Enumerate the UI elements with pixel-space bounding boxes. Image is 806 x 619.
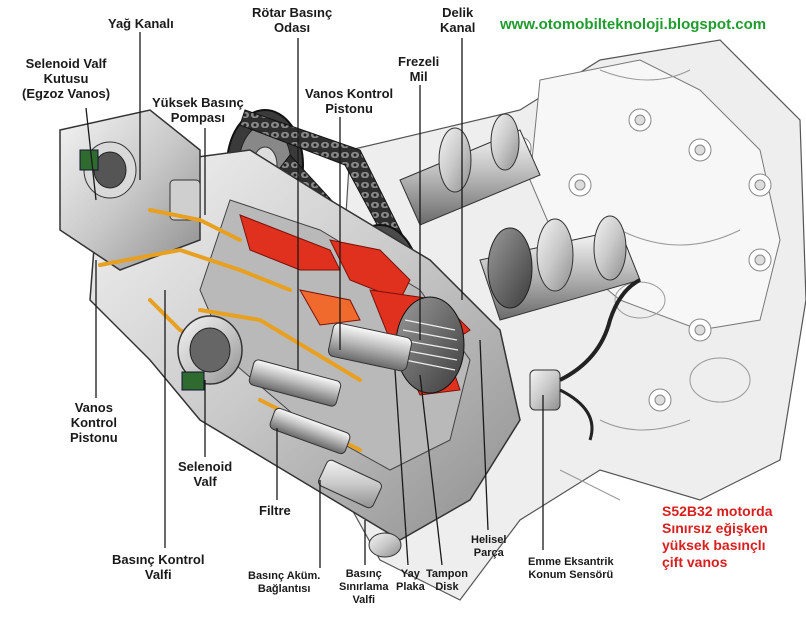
label-line: Vanos Kontrol [305,86,394,101]
solenoid-valve-box [59,109,201,271]
label-line: Mil [409,69,428,84]
label-vanos-kontrol-pistonu-top: Vanos Kontrol Pistonu [305,86,393,116]
label-line: Basınç Aküm. [248,570,321,582]
label-line: Bağlantısı [257,583,311,595]
label-line: Selenoid Valf [25,56,107,71]
label-line: Kutusu [43,71,89,86]
label-line: Frezeli [398,54,440,69]
caption-line: Sınırsız eğişken [662,520,768,536]
label-line: Kontrol [70,415,117,430]
label-tampon-disk: Tampon Disk [426,568,468,594]
label-rotar-basinc-odasi: Rötar Basınç Odası [252,5,332,35]
label-basinc-kontrol-valfi: Basınç Kontrol Valfi [112,552,204,582]
label-line: Helisel [471,534,507,546]
label-line: Parça [473,547,504,559]
label-line: Tampon [426,568,468,580]
label-line: Pistonu [325,101,373,116]
lower-solenoid-valve [177,315,243,391]
label-yag-kanali: Yağ Kanalı [108,16,174,31]
caption-line: S52B32 motorda [662,503,773,519]
label-line: Vanos [74,400,113,415]
label-line: Sınırlama [339,581,389,593]
pressure-valves [248,359,402,558]
caption-line: çift vanos [662,554,728,570]
label-line: Valf [193,474,217,489]
label-selenoid-valf: Selenoid Valf [178,459,232,489]
website-url: www.otomobilteknoloji.blogspot.com [500,16,767,33]
label-line: Plaka [396,581,425,593]
label-line: Valfi [144,567,172,582]
label-delik-kanal: Delik Kanal [440,5,475,35]
label-line: Disk [435,581,459,593]
caption: S52B32 motorda Sınırsız eğişken yüksek b… [662,503,772,571]
label-vanos-kontrol-pistonu-left: Vanos Kontrol Pistonu [70,400,118,445]
label-line: Odası [274,20,311,35]
label-line: Konum Sensörü [528,569,614,581]
label-basinc-akum-baglantisi: Basınç Aküm. Bağlantısı [248,570,320,596]
label-line: (Egzoz Vanos) [22,86,111,101]
label-line: Rötar Basınç [252,5,333,20]
label-emme-eksantrik-konum-sensoru: Emme Eksantrik Konum Sensörü [528,556,614,582]
cam-position-sensor [529,278,641,441]
intake-camshaft [479,215,641,321]
exhaust-camshaft [399,113,541,226]
label-line: Yay [400,568,420,580]
label-line: Pompası [170,110,225,125]
label-line: Delik [442,5,474,20]
label-line: Pistonu [70,430,118,445]
label-yuksek-basinc-pompasi: Yüksek Basınç Pompası [152,95,244,125]
leader-lines [85,32,544,568]
label-line: Basınç Kontrol [112,552,205,567]
label-yay-plaka: Yay Plaka [396,568,425,594]
label-line: Basınç [345,568,382,580]
label-line: Selenoid [178,459,233,474]
label-line: Yüksek Basınç [152,95,244,110]
label-line: Emme Eksantrik [528,556,614,568]
label-line: Valfi [352,594,376,606]
label-helisel-parca: Helisel Parça [471,534,506,560]
label-line: Kanal [440,20,476,35]
label-selenoid-valf-kutusu: Selenoid Valf Kutusu (Egzoz Vanos) [22,56,110,101]
caption-line: yüksek basınçlı [662,537,766,553]
label-line: Yağ Kanalı [108,16,174,31]
label-frezeli-mil: Frezeli Mil [398,54,439,84]
label-basinc-sinirlama-valfi: Basınç Sınırlama Valfi [339,568,389,607]
label-line: Filtre [259,503,291,518]
label-filtre: Filtre [259,503,291,518]
